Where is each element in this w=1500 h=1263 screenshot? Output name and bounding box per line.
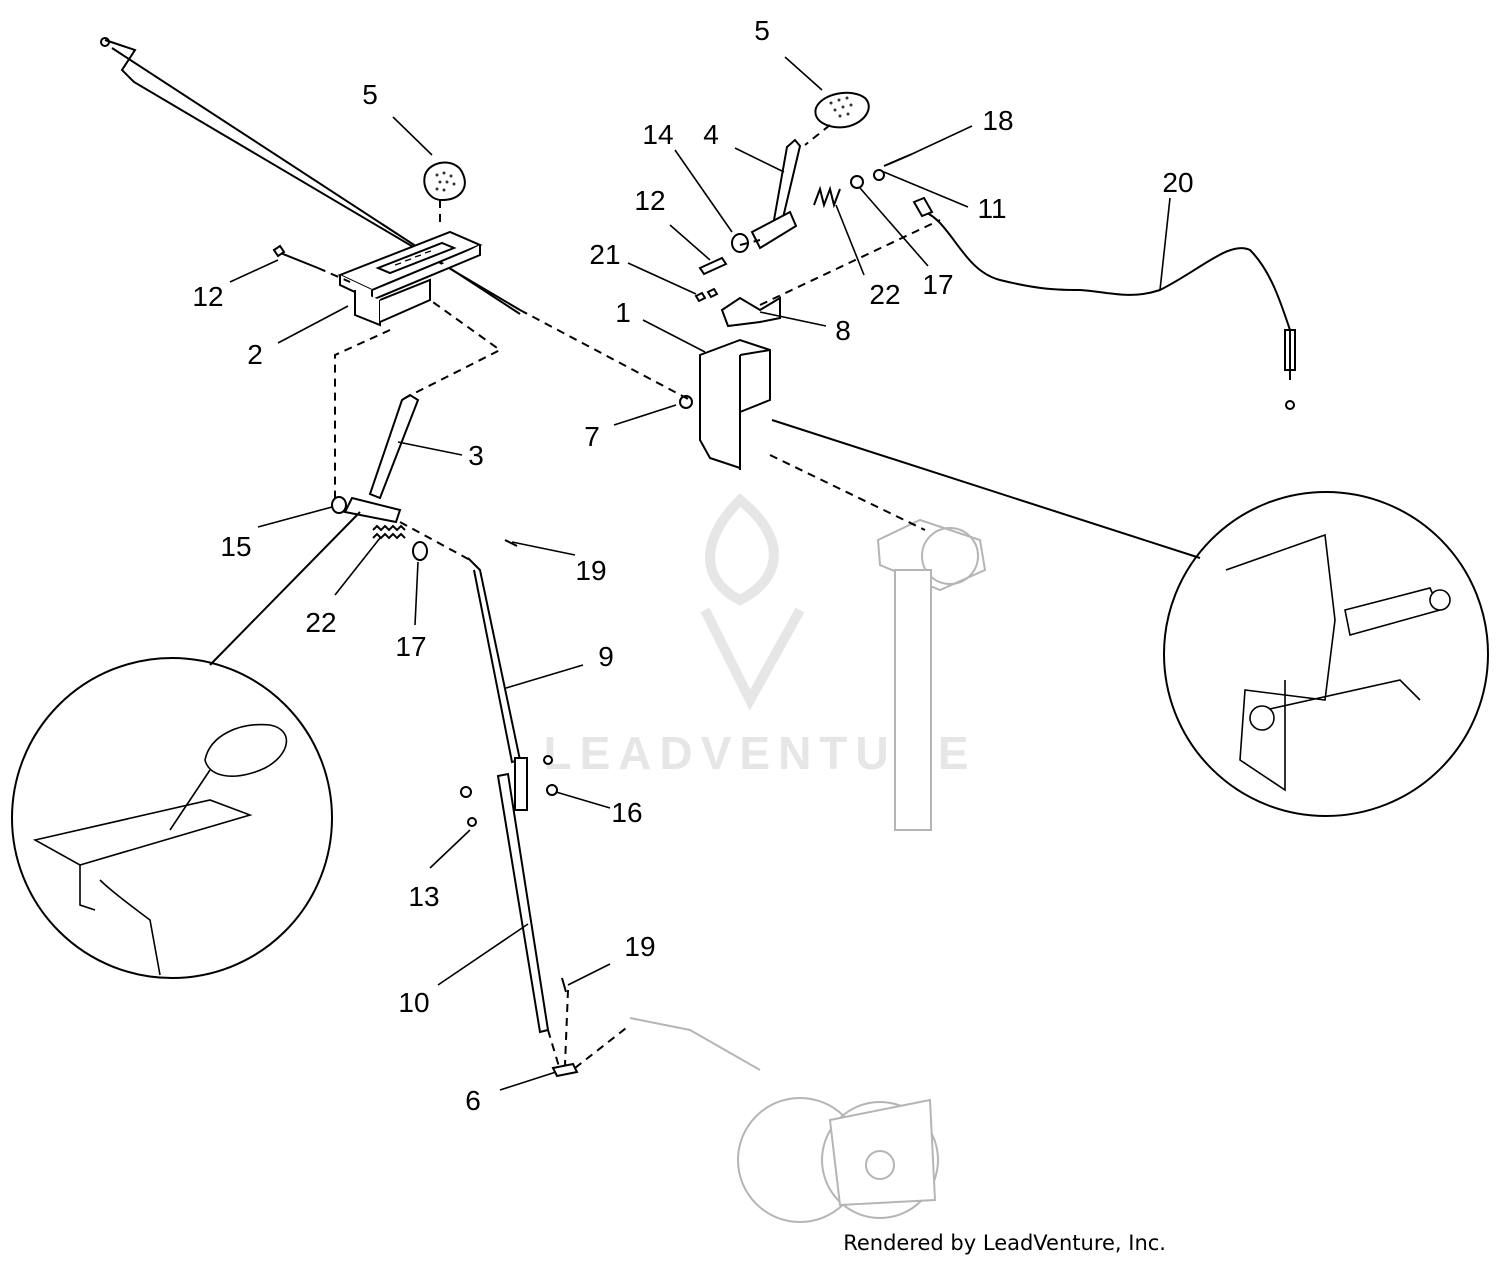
callout-10: 10: [398, 987, 429, 1018]
callout-19-top: 19: [575, 555, 606, 586]
shift-quadrant-assembly: [876, 518, 987, 831]
bracket-1: [679, 338, 771, 470]
shift-rod: [100, 37, 521, 315]
callout-2: 2: [247, 339, 263, 370]
callout-12-left: 12: [192, 281, 223, 312]
callout-17-left: 17: [395, 631, 426, 662]
pins-and-clip: [504, 539, 579, 1078]
detail-view-right: [771, 419, 1489, 817]
lever-3: [343, 393, 420, 524]
callout-7: 7: [584, 421, 600, 452]
lever-4: [750, 138, 802, 250]
leader-lines: [229, 56, 1171, 1091]
callout-5-right: 5: [754, 15, 770, 46]
callout-11: 11: [977, 193, 1006, 224]
callout-5-left: 5: [362, 79, 378, 110]
callout-18: 18: [982, 105, 1013, 136]
cable-20: [912, 196, 1296, 410]
lever-hardware-left: [331, 496, 428, 561]
bolt-12-left: [272, 244, 319, 269]
callout-22-left: 22: [305, 607, 336, 638]
callout-3: 3: [468, 440, 484, 471]
watermark-logo-icon: [700, 493, 805, 711]
wheel-assembly: [629, 1017, 939, 1223]
lever-hardware-right: [694, 233, 749, 303]
callout-12-right: 12: [634, 185, 665, 216]
callout-17-right: 17: [922, 269, 953, 300]
spring-hardware-right: [813, 153, 913, 209]
bracket-8: [720, 296, 781, 328]
shift-plate: [337, 230, 483, 327]
callout-4: 4: [703, 119, 719, 150]
callout-15: 15: [220, 531, 251, 562]
callout-16: 16: [611, 797, 642, 828]
callout-8: 8: [835, 315, 851, 346]
knob-right: [814, 91, 870, 129]
knob-left: [423, 161, 466, 202]
callout-9: 9: [598, 641, 614, 672]
callout-13: 13: [408, 881, 439, 912]
callout-1: 1: [615, 297, 631, 328]
callout-21: 21: [589, 239, 620, 270]
callout-14: 14: [642, 119, 673, 150]
assembly-dash-lines: [317, 124, 941, 1071]
callout-20: 20: [1162, 167, 1193, 198]
callout-19-bottom: 19: [624, 931, 655, 962]
callout-22-right: 22: [869, 279, 900, 310]
detail-view-left: [11, 511, 361, 979]
rod-9-10: [460, 557, 558, 1034]
callout-6: 6: [465, 1085, 481, 1116]
callout-labels: 5 5 14 4 18 20 12 11 21 12 22 17 1 8 2 7…: [192, 15, 1193, 1116]
render-credit: Rendered by LeadVenture, Inc.: [843, 1231, 1166, 1255]
